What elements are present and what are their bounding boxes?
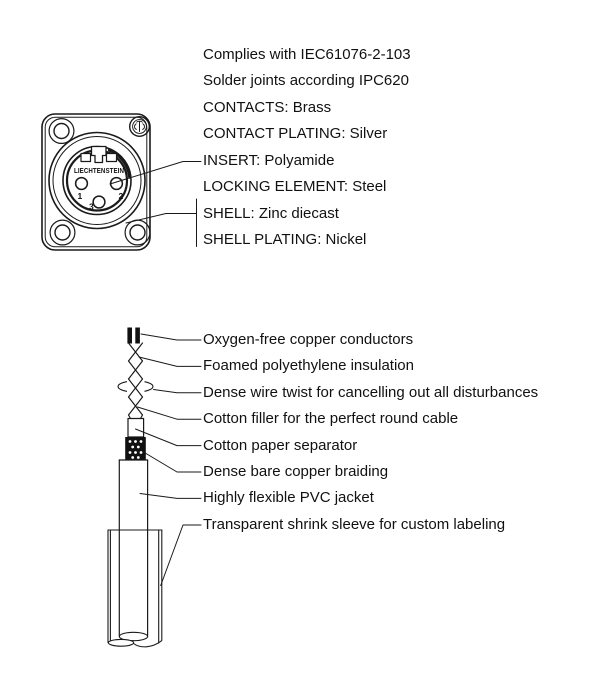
leader-paper-separator (135, 428, 202, 447)
layer-insulation: Foamed polyethylene insulation (203, 357, 414, 374)
spec-contacts: CONTACTS: Brass (203, 99, 332, 116)
connector-leader-lines (109, 161, 202, 247)
spec-insert: INSERT: Polyamide (203, 152, 335, 169)
copper-braiding (125, 437, 146, 460)
twist-ring-occluder (127, 379, 145, 394)
leader-wire-twist (153, 389, 202, 394)
pin-3-number: 3 (89, 202, 94, 212)
spec-shell-plating: SHELL PLATING: Nickel (203, 231, 367, 248)
leader-shell (125, 213, 197, 224)
leader-cotton-filler (137, 406, 202, 420)
leader-conductors (140, 333, 202, 341)
brand-logo-mark (128, 115, 150, 137)
xlr-connector-drawing: LIECHTENSTEIN 1 2 3 (41, 113, 151, 251)
leader-braiding (143, 451, 202, 473)
pvc-jacket (118, 459, 149, 642)
mounting-hole-top-left (48, 117, 75, 144)
layer-cotton-filler: Cotton filler for the perfect round cabl… (203, 410, 459, 427)
layer-pvc-jacket: Highly flexible PVC jacket (203, 489, 374, 506)
layer-paper-separator: Cotton paper separator (203, 437, 358, 454)
twisted-pair (127, 342, 144, 420)
keyway-notch (90, 145, 107, 164)
copper-conductor-right (135, 327, 140, 344)
cable-leader-lines (135, 333, 202, 586)
leader-insulation (138, 356, 202, 367)
layer-shrink-sleeve: Transparent shrink sleeve for custom lab… (203, 516, 506, 533)
spec-shell: SHELL: Zinc diecast (203, 205, 339, 222)
spec-solder-joints: Solder joints according IPC620 (203, 72, 409, 89)
spec-compliance: Complies with IEC61076-2-103 (203, 46, 411, 63)
insert-brand-text: LIECHTENSTEIN (74, 168, 124, 175)
cable-cutaway-drawing (107, 327, 163, 648)
leader-pvc-jacket (139, 493, 202, 499)
pin-2-number: 2 (119, 191, 124, 201)
connector-flange-outer (41, 113, 151, 251)
cotton-paper-separator (127, 417, 145, 438)
locking-element-arc (107, 148, 132, 179)
polarizing-slot-left (80, 152, 92, 163)
pin-3-hole (92, 195, 106, 209)
spec-contact-plating: CONTACT PLATING: Silver (203, 125, 388, 142)
pin-1-number: 1 (78, 191, 83, 201)
shrink-sleeve (107, 529, 163, 648)
polarizing-slot-right (105, 152, 118, 163)
leader-insert (109, 161, 202, 185)
layer-braiding: Dense bare copper braiding (203, 463, 389, 480)
mounting-hole-bottom-left (49, 219, 76, 246)
connector-flange-inner (44, 116, 148, 248)
spec-locking-element: LOCKING ELEMENT: Steel (203, 178, 387, 195)
layer-conductors: Oxygen-free copper conductors (203, 331, 414, 348)
leader-shrink-sleeve (160, 524, 202, 586)
shell-ring-rim (52, 136, 142, 225)
mounting-hole-bottom-right (124, 219, 151, 246)
shell-ring-outer (48, 131, 146, 230)
pin-1-hole (74, 176, 89, 191)
layer-wire-twist: Dense wire twist for cancelling out all … (203, 384, 539, 401)
copper-conductor-left (127, 327, 132, 344)
